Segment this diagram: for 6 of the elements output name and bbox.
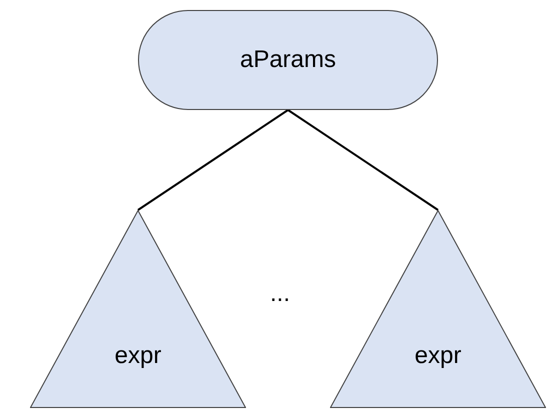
connector-line xyxy=(287,109,439,211)
node-label: aParams xyxy=(238,48,338,72)
node-label: expr xyxy=(414,344,462,368)
ellipsis-label: ... xyxy=(270,282,290,306)
node-label: expr xyxy=(114,344,162,368)
connector-line xyxy=(137,109,289,211)
